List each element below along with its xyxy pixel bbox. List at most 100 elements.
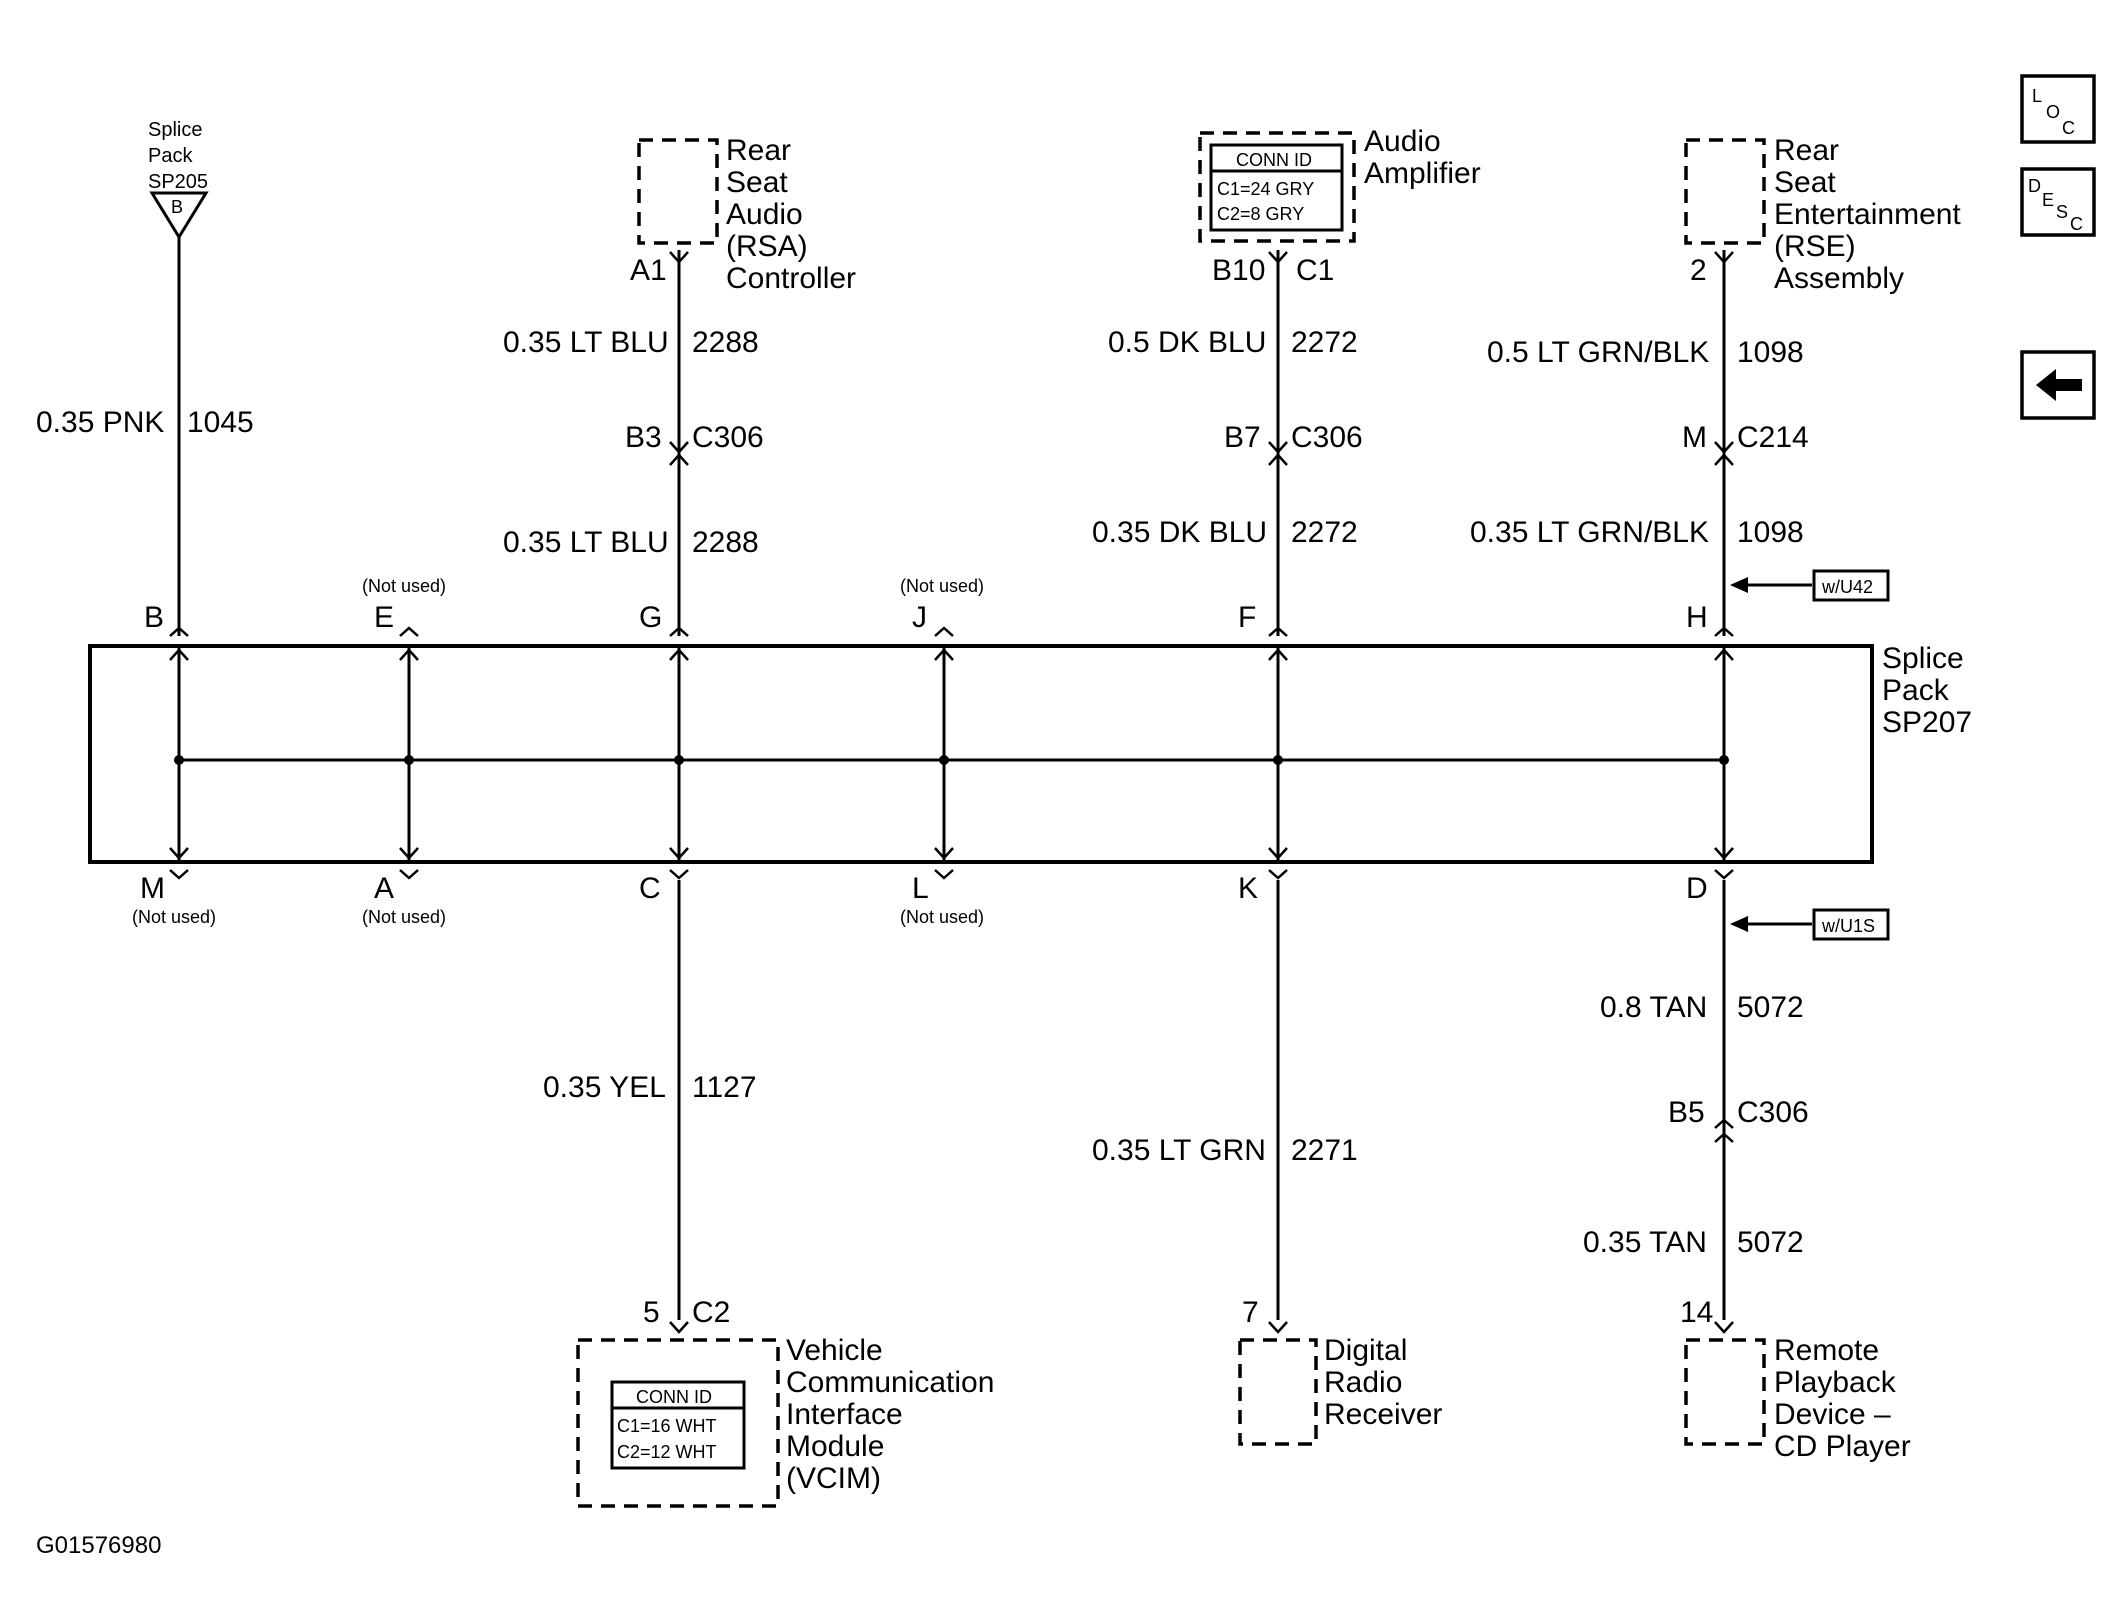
vcim-label-3: Interface (786, 1398, 903, 1431)
rse-assembly: Rear Seat Entertainment (RSE) Assembly 2… (1470, 134, 1961, 636)
vcim-pin-terminal-icon (669, 1321, 689, 1334)
figure-id: G01576980 (36, 1532, 161, 1559)
rsa-label-5: Controller (726, 262, 856, 295)
sp207-pin-b-icon (169, 626, 189, 637)
wire-ltgrnblk-bot-circuit: 1098 (1737, 516, 1804, 549)
sp207-pin-l-icon (934, 869, 954, 880)
wire-tan-top-gauge: 0.8 TAN (1600, 991, 1707, 1024)
sp207-pin-h-icon (1714, 626, 1734, 637)
splice-junction-dot (674, 755, 684, 765)
wire-ltgrn-gauge: 0.35 LT GRN (1092, 1134, 1266, 1167)
vcim-label-1: Vehicle (786, 1334, 883, 1367)
vcim-module: 0.35 YEL 1127 5 C2 CONN ID C1=16 WHT C2=… (543, 880, 994, 1508)
cd-label-2: Playback (1774, 1366, 1897, 1399)
sp207-pin-e-not-used: (Not used) (362, 576, 446, 596)
cd-pin-terminal-icon (1714, 1321, 1734, 1334)
drr-label-2: Radio (1324, 1366, 1402, 1399)
amp-conn-c1: C1=24 GRY (1217, 179, 1314, 199)
amp-conn-id-table (1209, 143, 1344, 232)
wire-ltgrn-circuit: 2271 (1291, 1134, 1358, 1167)
option-u1s-badge (1812, 908, 1890, 941)
wire-ltgrnblk-bot-gauge: 0.35 LT GRN/BLK (1470, 516, 1709, 549)
splice-junction-dot (939, 755, 949, 765)
sp207-pin-k-icon (1268, 869, 1288, 880)
sp205-pin: B (171, 197, 183, 217)
rse-label-1: Rear (1774, 134, 1839, 167)
drr-component-box (1238, 1338, 1318, 1446)
c214-male-icon (1714, 441, 1734, 454)
wire-yel-circuit: 1127 (692, 1071, 757, 1104)
vcim-pin-c2: C2 (692, 1296, 730, 1329)
c306-connector-rsa: C306 (692, 421, 764, 454)
c214-female-icon (1714, 453, 1734, 466)
vcim-conn-c2: C2=12 WHT (617, 1442, 717, 1462)
c306-connector-tan: C306 (1737, 1096, 1809, 1129)
sp207-pin-c: C (639, 872, 661, 905)
amp-pin-b10: B10 (1212, 254, 1265, 287)
rse-label-4: (RSE) (1774, 230, 1856, 263)
audio-amplifier: CONN ID C1=24 GRY C2=8 GRY Audio Amplifi… (1092, 125, 1481, 636)
sp207-pin-m-icon (169, 869, 189, 880)
drr-pin-7: 7 (1242, 1296, 1259, 1329)
amp-component-box (1198, 131, 1356, 243)
sp205-label-2: Pack (148, 145, 193, 167)
splice-junction-dot (404, 755, 414, 765)
sp207-pin-g-icon (669, 626, 689, 637)
sp207-pin-j: J (912, 601, 927, 634)
amp-label-2: Amplifier (1364, 157, 1481, 190)
cd-label-1: Remote (1774, 1334, 1879, 1367)
sp207-pin-a-icon (399, 869, 419, 880)
wire-dkblu-top-gauge: 0.5 DK BLU (1108, 326, 1266, 359)
rse-label-5: Assembly (1774, 262, 1904, 295)
sp205-label-1: Splice (148, 119, 202, 141)
amp-conn-id-title: CONN ID (1236, 150, 1312, 170)
desc-button[interactable]: D E S C (2020, 167, 2096, 237)
wire-ltgrnblk-top-circuit: 1098 (1737, 336, 1804, 369)
sp207-pin-c-icon (669, 869, 689, 880)
back-arrow-icon (2036, 369, 2082, 401)
c306-rsa-male-icon (669, 441, 689, 454)
sp207-pin-k: K (1238, 872, 1258, 905)
option-u42-label: w/U42 (1821, 577, 1873, 597)
c306-tan-female-icon (1714, 1118, 1734, 1129)
rsa-controller: Rear Seat Audio (RSA) Controller A1 0.35… (503, 134, 856, 636)
sp207-pin-m-not-used: (Not used) (132, 907, 216, 927)
rse-label-2: Seat (1774, 166, 1836, 199)
desc-letter-d: D (2028, 176, 2041, 196)
c214-connector: C214 (1737, 421, 1809, 454)
loc-letter-o: O (2046, 102, 2060, 122)
sp205-triangle-icon (149, 191, 209, 240)
rsa-label-2: Seat (726, 166, 788, 199)
c306-amp-male-icon (1268, 441, 1288, 454)
desc-letter-e: E (2042, 190, 2054, 210)
splice-junction-dot (1273, 755, 1283, 765)
splice-pack-sp205: Splice Pack SP205 B 0.35 PNK 1045 (36, 119, 254, 636)
sp207-pin-d: D (1686, 872, 1708, 905)
back-button[interactable] (2020, 350, 2096, 420)
c306-connector-amp: C306 (1291, 421, 1363, 454)
c214-pin-m: M (1682, 421, 1707, 454)
wire-tan-top-circuit: 5072 (1737, 991, 1804, 1024)
wire-dkblu-top-circuit: 2272 (1291, 326, 1358, 359)
vcim-conn-c1: C1=16 WHT (617, 1416, 717, 1436)
drr-label-3: Receiver (1324, 1398, 1442, 1431)
c306-pin-b7: B7 (1224, 421, 1261, 454)
sp207-label-2: Pack (1882, 674, 1950, 707)
sp207-pin-e-icon (399, 626, 419, 637)
loc-button[interactable]: L O C (2020, 74, 2096, 144)
sp207-pin-m: M (140, 872, 165, 905)
wire-dkblu-bot-circuit: 2272 (1291, 516, 1358, 549)
wire-ltblu-top-gauge: 0.35 LT BLU (503, 326, 669, 359)
wire-pnk-gauge: 0.35 PNK (36, 406, 164, 439)
splice-junction-dot (1719, 755, 1729, 765)
sp207-pin-j-not-used: (Not used) (900, 576, 984, 596)
sp207-pin-a-not-used: (Not used) (362, 907, 446, 927)
drr-label-1: Digital (1324, 1334, 1407, 1367)
c306-pin-b3: B3 (625, 421, 662, 454)
sp207-label-3: SP207 (1882, 706, 1972, 739)
option-u1s-label: w/U1S (1821, 916, 1875, 936)
wire-ltblu-bot-gauge: 0.35 LT BLU (503, 526, 669, 559)
vcim-label-4: Module (786, 1430, 884, 1463)
sp207-pin-d-icon (1714, 869, 1734, 880)
option-u1s-arrow-icon (1730, 916, 1748, 932)
